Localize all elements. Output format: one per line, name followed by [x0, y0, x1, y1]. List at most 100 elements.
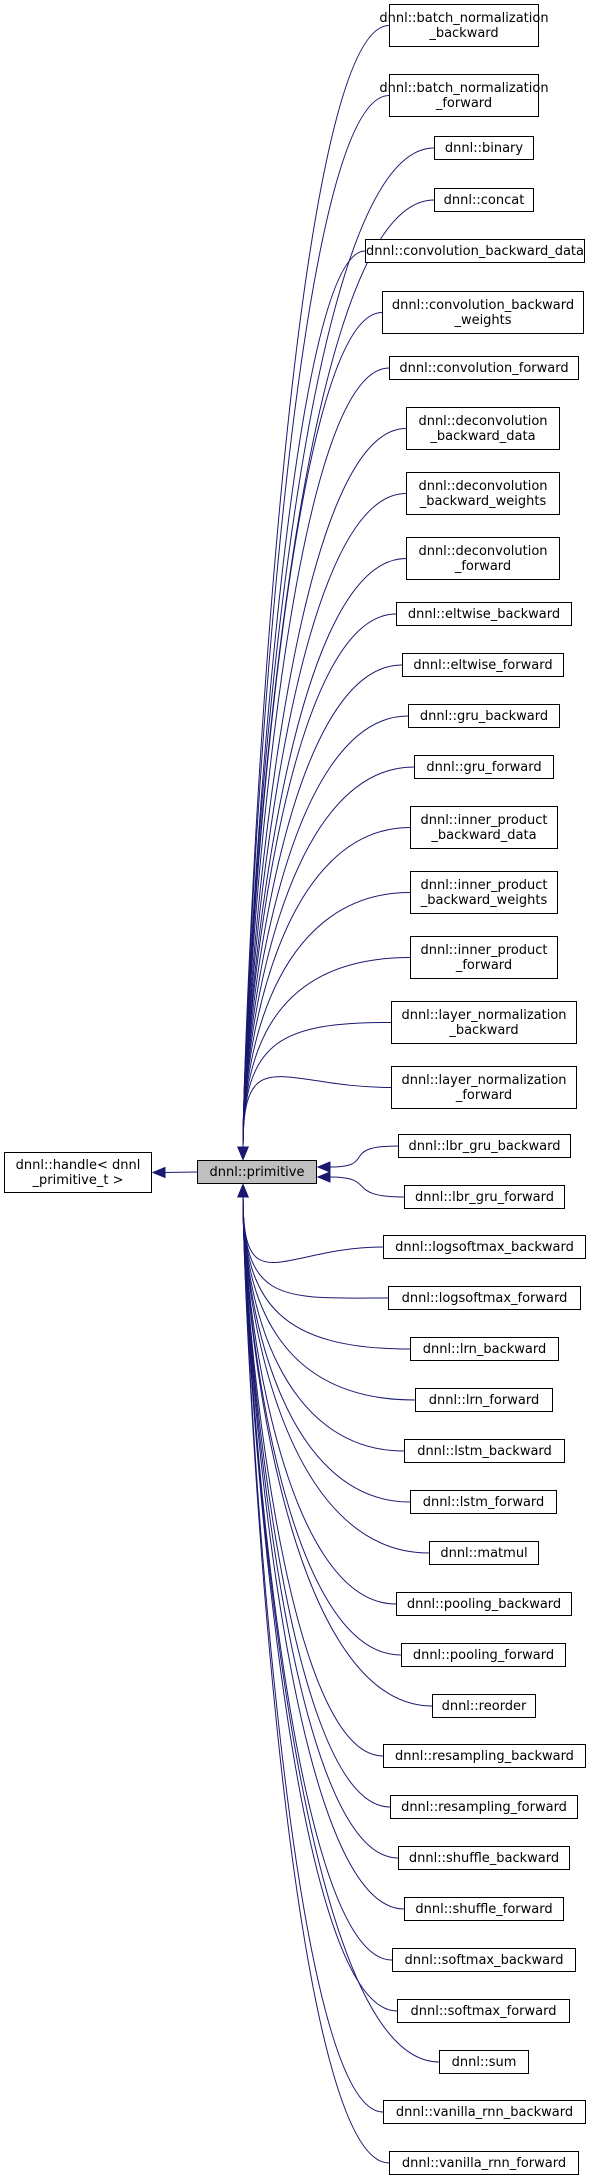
class-name-line: _backward_weights	[419, 493, 547, 509]
derived-class-node[interactable]: dnnl::deconvolution_forward	[406, 537, 560, 580]
class-name-line: dnnl::softmax_backward	[404, 1952, 564, 1968]
derived-class-node[interactable]: dnnl::resampling_backward	[383, 1744, 586, 1768]
base-inheritance-arrowhead	[151, 1166, 166, 1179]
derived-class-node[interactable]: dnnl::deconvolution_backward_weights	[406, 472, 560, 515]
derived-class-node[interactable]: dnnl::gru_forward	[414, 755, 554, 779]
derived-class-node[interactable]: dnnl::convolution_backward_data	[365, 239, 585, 263]
class-name-line: dnnl::lbr_gru_backward	[408, 1138, 561, 1154]
class-name-line: dnnl::sum	[451, 2054, 517, 2070]
class-name-line: _forward	[454, 558, 512, 574]
class-name-line: _backward_data	[431, 827, 537, 843]
derived-class-node[interactable]: dnnl::softmax_backward	[392, 1948, 576, 1972]
class-name-line: dnnl::convolution_forward	[399, 360, 569, 376]
inheritance-edge	[242, 1196, 390, 2164]
derived-class-node[interactable]: dnnl::batch_normalization_backward	[379, 4, 549, 47]
derived-class-node[interactable]: dnnl::vanilla_rnn_backward	[383, 2100, 586, 2124]
focus-class-node[interactable]: dnnl::primitive	[197, 1160, 317, 1184]
class-name-line: _forward	[435, 95, 493, 111]
derived-class-node[interactable]: dnnl::matmul	[429, 1541, 539, 1565]
derived-class-node[interactable]: dnnl::pooling_forward	[401, 1643, 566, 1667]
derived-class-node[interactable]: dnnl::inner_product_backward_data	[410, 806, 558, 849]
class-name-line: _backward	[449, 1022, 519, 1038]
derived-class-node[interactable]: dnnl::reorder	[432, 1694, 536, 1718]
derived-class-node[interactable]: dnnl::lrn_backward	[410, 1337, 559, 1361]
inheritance-arrowhead	[316, 1161, 331, 1173]
derived-class-node[interactable]: dnnl::lstm_backward	[404, 1439, 565, 1463]
class-name-line: dnnl::lbr_gru_forward	[415, 1189, 554, 1205]
class-name-line: dnnl::resampling_backward	[395, 1748, 574, 1764]
class-name-line: dnnl::pooling_backward	[406, 1596, 562, 1612]
derived-class-node[interactable]: dnnl::eltwise_forward	[402, 653, 564, 677]
inheritance-arrowhead	[316, 1171, 331, 1183]
class-name-line: dnnl::vanilla_rnn_forward	[401, 2155, 567, 2171]
class-name-line: dnnl::matmul	[440, 1545, 528, 1561]
derived-class-node[interactable]: dnnl::layer_normalization_backward	[391, 1001, 577, 1044]
class-name-line: dnnl::pooling_forward	[412, 1647, 555, 1663]
derived-class-node[interactable]: dnnl::lstm_forward	[410, 1490, 557, 1514]
derived-class-node[interactable]: dnnl::layer_normalization_forward	[391, 1066, 577, 1109]
class-name-line: _backward	[429, 25, 499, 41]
class-name-line: dnnl::softmax_forward	[410, 2003, 557, 2019]
derived-class-node[interactable]: dnnl::concat	[434, 188, 534, 212]
class-name-line: dnnl::layer_normalization	[401, 1072, 567, 1088]
derived-class-node[interactable]: dnnl::convolution_backward_weights	[382, 291, 584, 334]
derived-class-node[interactable]: dnnl::lbr_gru_forward	[404, 1185, 565, 1209]
class-name-line: dnnl::eltwise_backward	[407, 606, 561, 622]
class-name-line: dnnl::logsoftmax_backward	[395, 1239, 574, 1255]
class-name-line: dnnl::vanilla_rnn_backward	[395, 2104, 574, 2120]
class-name-line: dnnl::lstm_forward	[422, 1494, 545, 1510]
class-name-line: dnnl::shuffle_backward	[408, 1850, 560, 1866]
base-inheritance-edge	[163, 1171, 198, 1173]
derived-class-node[interactable]: dnnl::logsoftmax_backward	[383, 1235, 586, 1259]
class-name-line: _weights	[454, 312, 512, 328]
inheritance-arrowhead	[237, 1146, 249, 1161]
inheritance-edge	[242, 1076, 392, 1148]
class-name-line: dnnl::binary	[444, 140, 524, 156]
class-name-line: dnnl::reorder	[441, 1698, 527, 1714]
class-name-line: _backward_weights	[420, 892, 548, 908]
class-name-line: dnnl::convolution_backward_data	[366, 243, 584, 259]
class-name-line: dnnl::batch_normalization	[379, 80, 549, 96]
derived-class-node[interactable]: dnnl::binary	[434, 136, 534, 160]
class-name-line: dnnl::logsoftmax_forward	[401, 1290, 568, 1306]
derived-class-node[interactable]: dnnl::eltwise_backward	[396, 602, 572, 626]
class-name-line: dnnl::inner_product	[420, 877, 548, 893]
derived-class-node[interactable]: dnnl::lrn_forward	[415, 1388, 553, 1412]
derived-class-node[interactable]: dnnl::convolution_forward	[389, 356, 579, 380]
class-name-line: dnnl::inner_product	[420, 942, 548, 958]
derived-class-node[interactable]: dnnl::shuffle_forward	[404, 1897, 564, 1921]
class-name-line: _forward	[455, 957, 513, 973]
class-name-line: _primitive_t >	[32, 1172, 124, 1188]
derived-class-node[interactable]: dnnl::gru_backward	[408, 704, 560, 728]
derived-class-node[interactable]: dnnl::batch_normalization_forward	[379, 74, 549, 117]
derived-class-node[interactable]: dnnl::deconvolution_backward_data	[406, 407, 560, 450]
class-name-line: _forward	[455, 1087, 513, 1103]
class-name-line: _backward_data	[430, 428, 536, 444]
class-name-line: dnnl::concat	[443, 192, 525, 208]
class-name-line: dnnl::batch_normalization	[379, 10, 549, 26]
derived-class-node[interactable]: dnnl::softmax_forward	[397, 1999, 570, 2023]
inheritance-edge	[329, 1176, 405, 1198]
class-name-line: dnnl::gru_forward	[426, 759, 542, 775]
class-name-line: dnnl::convolution_backward	[391, 297, 575, 313]
inheritance-edge	[329, 1145, 399, 1168]
base-class-node[interactable]: dnnl::handle< dnnl_primitive_t >	[4, 1152, 152, 1193]
class-name-line: dnnl::deconvolution	[418, 478, 548, 494]
derived-class-node[interactable]: dnnl::inner_product_backward_weights	[410, 871, 558, 914]
class-name-line: dnnl::lstm_backward	[417, 1443, 552, 1459]
derived-class-node[interactable]: dnnl::sum	[439, 2050, 529, 2074]
class-name-line: dnnl::layer_normalization	[401, 1007, 567, 1023]
derived-class-node[interactable]: dnnl::pooling_backward	[396, 1592, 572, 1616]
derived-class-node[interactable]: dnnl::vanilla_rnn_forward	[389, 2151, 579, 2175]
class-name-line: dnnl::inner_product	[420, 812, 548, 828]
class-name-line: dnnl::resampling_forward	[401, 1799, 567, 1815]
class-name-line: dnnl::handle< dnnl	[15, 1157, 141, 1173]
derived-class-node[interactable]: dnnl::shuffle_backward	[398, 1846, 570, 1870]
derived-class-node[interactable]: dnnl::resampling_forward	[390, 1795, 578, 1819]
derived-class-node[interactable]: dnnl::logsoftmax_forward	[388, 1286, 581, 1310]
derived-class-node[interactable]: dnnl::lbr_gru_backward	[398, 1134, 571, 1158]
derived-class-node[interactable]: dnnl::inner_product_forward	[410, 936, 558, 979]
